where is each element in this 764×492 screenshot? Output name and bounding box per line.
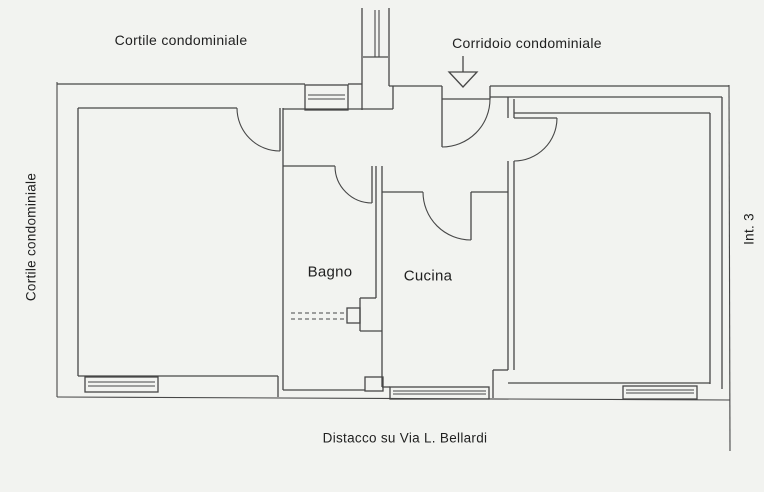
label-room-bagno: Bagno [307, 263, 353, 281]
windows [84, 84, 698, 400]
window-bottom-middle [389, 386, 490, 400]
label-room-cucina: Cucina [403, 267, 453, 285]
exterior-walls [57, 83, 729, 100]
label-corridor-top: Corridoio condominiale [452, 35, 602, 51]
window-top [304, 84, 349, 111]
entrance-door [441, 98, 491, 148]
right-room-door [513, 117, 558, 162]
down-arrow-icon [447, 56, 479, 88]
bagno-door [334, 165, 373, 204]
cucina-door [422, 191, 472, 241]
left-room-door [236, 107, 281, 152]
label-unit-number: Int. 3 [741, 213, 757, 245]
label-street-bottom: Distacco su Via L. Bellardi [322, 430, 488, 446]
label-courtyard-top: Cortile condominiale [114, 32, 248, 48]
cucina-walls [382, 191, 508, 388]
window-bottom-right [622, 385, 698, 400]
right-room-walls [492, 97, 723, 398]
doors [236, 98, 558, 241]
label-courtyard-left: Cortile condominiale [23, 172, 39, 302]
bagno-walls [283, 165, 384, 392]
left-room-walls [77, 107, 284, 397]
window-bottom-left [84, 376, 159, 393]
boundary-lines [56, 82, 731, 452]
entrance-shaft [283, 8, 394, 110]
